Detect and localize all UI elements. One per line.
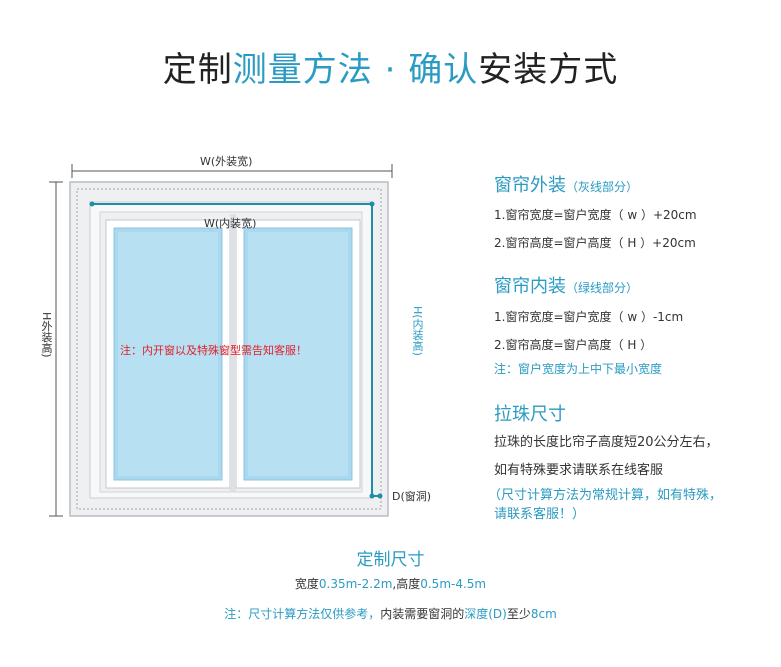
title-separator: ·	[372, 50, 409, 90]
custom-width-range: 0.35m-2.2m	[318, 577, 393, 591]
title-part-1: 定制	[162, 50, 233, 90]
footer-note-depth: 深度(D)	[464, 607, 507, 621]
inner-width-label: W(内装宽)	[204, 217, 257, 230]
inner-width-dot-left	[89, 201, 95, 207]
inner-height-label: H(内装高)	[411, 306, 424, 356]
custom-size-heading: 定制尺寸	[356, 550, 425, 570]
bead-heading: 拉珠尺寸	[494, 404, 566, 425]
title-part-2: 测量方法	[232, 50, 373, 90]
outer-dashed-boundary	[76, 188, 382, 510]
footer-note-min-depth: 8cm	[530, 607, 557, 621]
inner-install-tip: 注：窗户宽度为上中下最小宽度	[494, 362, 663, 376]
custom-height-range: 0.5m-4.5m	[420, 577, 487, 591]
outer-install-heading: 窗帘外装（灰线部分）	[494, 171, 638, 197]
bead-tip-2: 请联系客服！）	[494, 507, 586, 522]
title-part-4: 确认	[408, 50, 479, 90]
outer-install-note: （灰线部分）	[566, 180, 639, 194]
title-part-5: 安装方式	[478, 50, 619, 90]
right-glass-highlight	[248, 232, 348, 476]
outer-height-formula: 2.窗帘高度=窗户高度（ H ）+20cm	[494, 236, 696, 250]
custom-size-range: 宽度0.35m-2.2m,高度0.5m-4.5m	[0, 575, 781, 592]
inner-height-formula: 2.窗帘高度=窗户高度（ H ）	[494, 338, 653, 352]
footer-note-part-4: 至少	[506, 607, 531, 621]
footer-note: 注：尺寸计算方法仅供参考，内装需要窗洞的深度(D)至少8cm	[0, 605, 781, 622]
left-glass-highlight	[118, 232, 218, 476]
inner-width-formula: 1.窗帘宽度=窗户宽度（ w ）-1cm	[494, 310, 684, 324]
bead-tip-1: （尺寸计算方法为常规计算，如有特殊，	[488, 488, 723, 503]
footer-note-part-2: 内装需要窗洞的	[380, 607, 465, 621]
depth-label: D(窗洞)	[392, 490, 432, 503]
custom-width-label: 宽度	[294, 577, 319, 591]
page-title: 定制测量方法 · 确认安装方式	[0, 42, 781, 91]
inner-corner-dot	[369, 201, 375, 207]
inner-install-title: 窗帘内装	[494, 276, 566, 297]
inner-height-dot-bottom	[369, 493, 375, 499]
center-mullion	[230, 214, 236, 492]
outer-width-label: W(外装宽)	[200, 155, 253, 168]
bead-line-2: 如有特殊要求请联系在线客服	[494, 463, 664, 478]
depth-dot	[377, 493, 383, 499]
inner-install-note: （绿线部分）	[566, 281, 639, 295]
custom-height-label: ,高度	[392, 577, 421, 591]
bead-line-1: 拉珠的长度比帘子高度短20公分左右，	[494, 435, 719, 450]
footer-note-part-1: 注：尺寸计算方法仅供参考，	[224, 607, 381, 621]
outer-height-label: H外装高)	[40, 312, 53, 358]
outer-install-title: 窗帘外装	[494, 175, 566, 196]
outer-width-formula: 1.窗帘宽度=窗户宽度（ w ）+20cm	[494, 208, 697, 222]
warning-notice: 注：内开窗以及特殊窗型需告知客服！	[120, 344, 307, 357]
inner-install-heading: 窗帘内装（绿线部分）	[494, 272, 638, 298]
